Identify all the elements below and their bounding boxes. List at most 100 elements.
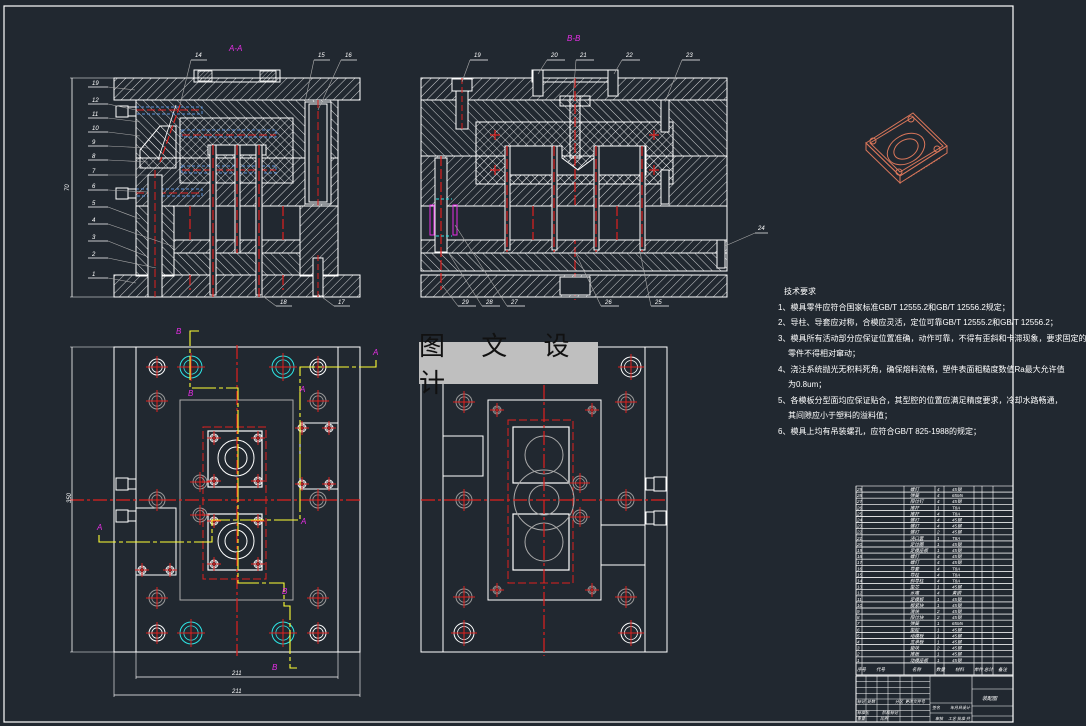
bom-row-name: 推板: [910, 652, 920, 657]
balloon-3: 3: [92, 235, 96, 241]
balloon-12: 12: [92, 98, 99, 104]
bom-row-material: 45钢: [952, 640, 963, 645]
bom-row-number: 11: [857, 597, 862, 602]
balloon-15: 15: [318, 53, 325, 59]
title-block-label: 批准: [957, 716, 966, 721]
bom-row-name: 弹簧: [910, 493, 920, 498]
title-block-label: 比例: [880, 716, 889, 721]
title-block-label: 工艺: [948, 716, 957, 721]
bom-row-number: 23: [856, 524, 863, 529]
balloon-19: 19: [92, 81, 99, 87]
section-aa-view: A-A: [65, 44, 361, 298]
bom-row-number: 5: [857, 633, 860, 638]
bom-row-material: 45钢: [952, 646, 963, 651]
title-block-label: 标准化: [857, 710, 870, 715]
bom-row-name: 动模座板: [910, 658, 929, 663]
requirement-item: 1、模具零件应符合国家标准GB/T 12555.2和GB/T 12556.2规定…: [778, 302, 1010, 312]
bom-row: 28 弹簧 4 65Mn: [855, 491, 1014, 499]
watermark-banner: 图 文 设 计: [419, 332, 598, 399]
bom-row-name: 浇口套: [910, 536, 925, 541]
bom-row-material: 45钢: [952, 499, 963, 504]
balloon-18: 18: [280, 300, 287, 306]
bom-header-cell: 材料: [955, 667, 964, 672]
balloon-10: 10: [92, 126, 99, 132]
requirement-item: 其间隙应小于塑料的溢料值；: [788, 411, 892, 420]
requirement-item: 零件不得相对窜动；: [788, 349, 860, 358]
bom-row-name: 垫块: [910, 646, 919, 651]
bom-row-qty: 4: [937, 493, 940, 498]
section-mark-b: B: [176, 327, 182, 336]
bom-row-name: 导柱: [910, 572, 919, 577]
bom-row-qty: 1: [937, 658, 940, 663]
balloon-8: 8: [92, 154, 96, 160]
title-block-label: 年月日: [950, 705, 963, 710]
balloon-22: 22: [625, 53, 633, 59]
bom-header-cell: 名称: [912, 667, 922, 672]
requirement-item: 3、模具所有活动部分应保证位置准确，动作可靠，不得有歪斜和卡滞现象，要求固定的: [778, 333, 1086, 343]
balloon-1: 1: [92, 272, 95, 278]
bom-row-name: 螺钉: [910, 518, 920, 523]
bom-row-qty: 4: [937, 566, 940, 571]
bom-row-material: 45钢: [952, 585, 963, 590]
requirement-item: 为0.8um；: [788, 380, 827, 389]
balloon-27: 27: [510, 300, 518, 306]
bom-row-name: 螺钉: [910, 524, 920, 529]
bom-row-number: 10: [857, 603, 863, 608]
balloon-19: 19: [474, 53, 481, 59]
section-mark-a: A: [96, 523, 102, 532]
bom-row-number: 28: [856, 493, 863, 498]
bom-row-qty: 4: [937, 572, 940, 577]
bom-row-material: 45钢: [952, 560, 963, 565]
bom-row-material: 45钢: [952, 597, 963, 602]
bom-row-material: 45钢: [952, 603, 963, 608]
bom-row-material: 45钢: [952, 487, 963, 492]
section-mark-a: A: [299, 385, 305, 394]
bom-row-qty: 2: [936, 615, 940, 620]
bom-row-material: 45钢: [952, 609, 963, 614]
balloon-14: 14: [195, 53, 202, 59]
bom-row-number: 8: [857, 615, 860, 620]
bom-row-material: 65Mn: [952, 493, 964, 498]
bom-row-qty: 4: [937, 560, 940, 565]
bom-header-cell: 序号: [857, 667, 866, 672]
section-bb-label: B-B: [567, 34, 581, 43]
bom-row-material: 45钢: [952, 530, 963, 535]
bom-row-qty: 1: [937, 585, 940, 590]
balloon-4: 4: [92, 218, 96, 224]
bom-row-name: 螺钉: [910, 487, 920, 492]
bom-row-name: 滑块: [910, 609, 919, 614]
section-mark-b: B: [272, 663, 278, 672]
section-mark-a: A: [300, 517, 306, 526]
requirement-item: 5、各模板分型面均应保证贴合，其型腔的位置应满足精度要求，冷却水路畅通，: [778, 395, 1063, 405]
bom-row-name: 定模板: [910, 597, 925, 602]
bom-row-name: 推杆: [910, 511, 920, 516]
bom-row-qty: 1: [937, 633, 940, 638]
drawing-name: 装配图: [982, 695, 998, 702]
bom-row-name: 导套: [910, 566, 920, 571]
title-block-label: 阶段标记: [882, 710, 899, 715]
bom-row-qty: 2: [936, 609, 940, 614]
balloon-28: 28: [485, 300, 493, 306]
bom-row-material: 45钢: [952, 633, 963, 638]
bom-row-material: 65Mn: [952, 621, 964, 626]
bom-row-number: 14: [857, 579, 863, 584]
bom-row-name: 推杆: [910, 505, 920, 510]
bom-row-name: 支承板: [910, 640, 925, 645]
bom-row-name: 限位块: [910, 615, 924, 620]
